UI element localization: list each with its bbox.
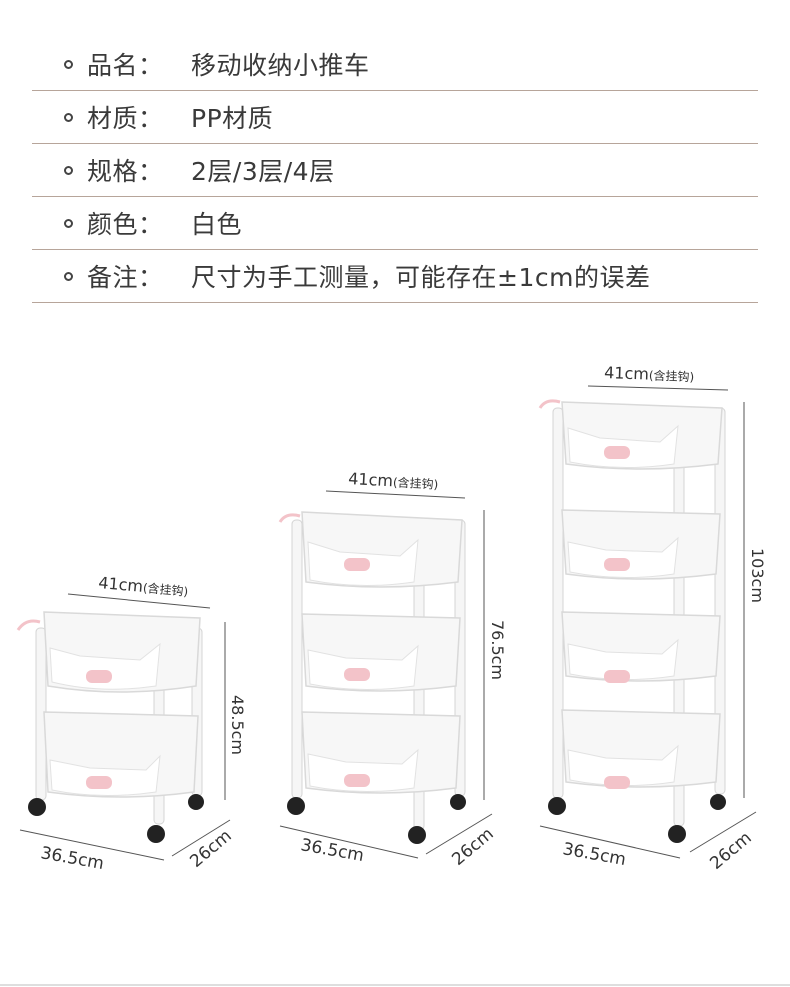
basket-handle xyxy=(344,558,370,571)
cart-illustrations: 41cm(含挂钩) 48.5cm 36.5cm 26cm 41cm(含挂钩) 7… xyxy=(16,363,767,874)
cart-3-tier: 41cm(含挂钩) 76.5cm 36.5cm 26cm xyxy=(278,469,507,870)
basket-handle xyxy=(604,670,630,683)
length-label: 36.5cm xyxy=(39,843,105,874)
hook-icon xyxy=(538,399,561,409)
width-label: 41cm(含挂钩) xyxy=(348,469,439,493)
bullet-icon xyxy=(64,218,73,228)
basket-front xyxy=(49,642,161,690)
length-label: 36.5cm xyxy=(299,835,365,866)
basket-handle xyxy=(604,776,630,789)
width-dimension-line xyxy=(67,593,211,609)
basket-handle xyxy=(604,446,630,459)
depth-dimension-line xyxy=(425,813,493,855)
wheel-icon xyxy=(710,794,726,810)
height-label: 103cm xyxy=(748,548,767,603)
basket-front xyxy=(567,638,679,681)
bullet-icon xyxy=(64,165,73,175)
spec-label: 备注： xyxy=(87,263,164,292)
spec-row-size: 规格： 2层/3层/4层 xyxy=(32,144,758,197)
bullet-icon xyxy=(64,112,73,122)
wheel-icon xyxy=(287,797,305,815)
basket-handle xyxy=(604,558,630,571)
depth-label: 26cm xyxy=(448,824,497,870)
frame-post xyxy=(552,407,564,799)
depth-dimension-line xyxy=(171,819,231,857)
width-label: 41cm(含挂钩) xyxy=(604,363,695,385)
basket-front xyxy=(567,744,679,787)
wheel-icon xyxy=(188,794,204,810)
spec-value: PP材质 xyxy=(191,104,274,133)
wheel-icon xyxy=(450,794,466,810)
frame-post xyxy=(291,519,303,799)
spec-value: 2层/3层/4层 xyxy=(191,157,335,186)
length-dimension-line xyxy=(539,825,681,859)
height-label: 48.5cm xyxy=(228,695,247,755)
basket-handle xyxy=(86,670,112,683)
bottom-divider xyxy=(0,984,790,986)
width-dimension-line xyxy=(587,385,729,391)
depth-dimension-line xyxy=(689,811,757,853)
wheel-icon xyxy=(147,825,165,843)
basket-front xyxy=(307,644,419,691)
height-label: 76.5cm xyxy=(488,620,507,680)
depth-label: 26cm xyxy=(186,826,235,872)
bullet-icon xyxy=(64,271,73,281)
hook-icon xyxy=(278,513,301,523)
spec-value: 白色 xyxy=(191,210,243,239)
basket-handle xyxy=(344,774,370,787)
bullet-icon xyxy=(64,59,73,69)
wheel-icon xyxy=(668,825,686,843)
basket-handle xyxy=(344,668,370,681)
spec-label: 品名： xyxy=(87,51,164,80)
basket-front xyxy=(307,748,419,793)
spec-row-name: 品名： 移动收纳小推车 xyxy=(32,38,758,91)
basket-handle xyxy=(86,776,112,789)
spec-row-material: 材质： PP材质 xyxy=(32,91,758,144)
spec-list: 品名： 移动收纳小推车 材质： PP材质 规格： 2层/3层/4层 颜色： 白色… xyxy=(32,38,758,303)
wheel-icon xyxy=(28,798,46,816)
spec-label: 规格： xyxy=(87,157,164,186)
cart-2-tier: 41cm(含挂钩) 48.5cm 36.5cm 26cm xyxy=(16,573,247,874)
length-dimension-line xyxy=(279,825,419,859)
length-dimension-line xyxy=(19,829,165,861)
depth-label: 26cm xyxy=(706,828,755,874)
hook-icon xyxy=(16,619,41,631)
spec-label: 材质： xyxy=(87,104,164,133)
basket-front xyxy=(49,754,161,797)
cart-4-tier: 41cm(含挂钩) 103cm 36.5cm 26cm xyxy=(538,363,767,874)
spec-row-color: 颜色： 白色 xyxy=(32,197,758,250)
spec-label: 颜色： xyxy=(87,210,164,239)
basket-front xyxy=(567,536,679,579)
spec-row-note: 备注： 尺寸为手工测量，可能存在±1cm的误差 xyxy=(32,250,758,303)
width-label: 41cm(含挂钩) xyxy=(98,573,189,600)
spec-value: 移动收纳小推车 xyxy=(191,51,370,80)
spec-value: 尺寸为手工测量，可能存在±1cm的误差 xyxy=(191,263,651,292)
wheel-icon xyxy=(548,797,566,815)
wheel-icon xyxy=(408,826,426,844)
width-dimension-line xyxy=(325,490,466,499)
